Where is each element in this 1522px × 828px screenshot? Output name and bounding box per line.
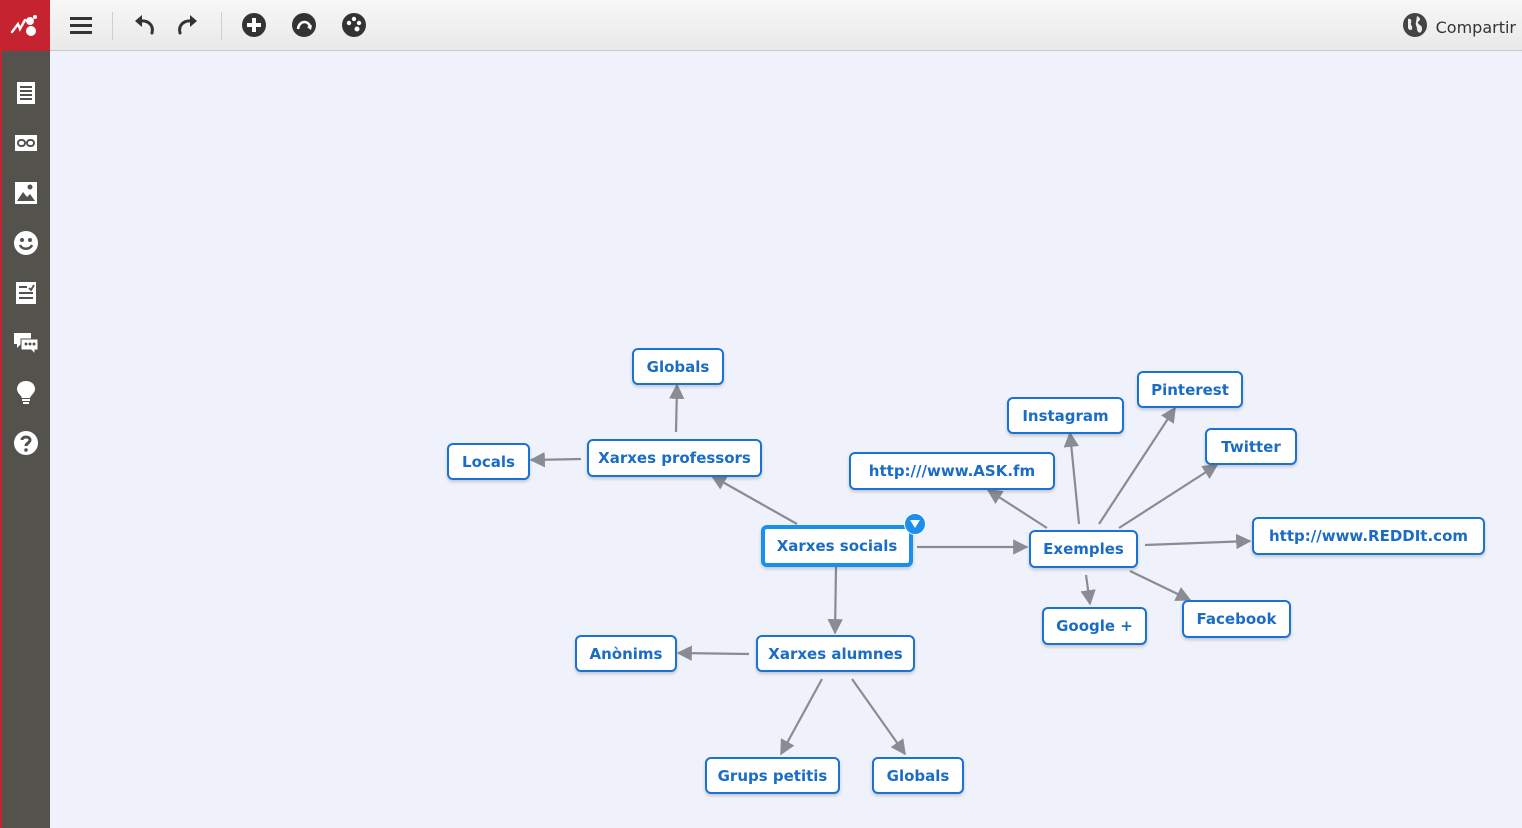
connector: [1063, 431, 1081, 525]
collapse-toggle-icon[interactable]: [904, 513, 926, 535]
topic-label: Anònims: [589, 644, 663, 663]
help-icon[interactable]: [12, 429, 40, 457]
share-button[interactable]: Compartir: [1402, 13, 1516, 41]
mindmap-canvas[interactable]: Xarxes socials Xarxes professors Globals…: [50, 51, 1522, 828]
topic-facebook[interactable]: Facebook: [1182, 600, 1291, 638]
share-label: Compartir: [1435, 17, 1516, 37]
topic-pinterest[interactable]: Pinterest: [1137, 371, 1243, 408]
connector: [1080, 574, 1096, 606]
topic-ask-fm[interactable]: http:///www.ASK.fm: [849, 452, 1055, 490]
topic-label: Facebook: [1196, 610, 1277, 628]
topic-twitter[interactable]: Twitter: [1205, 428, 1297, 465]
smiley-icon[interactable]: [12, 229, 40, 257]
topic-locals[interactable]: Locals: [447, 443, 530, 480]
topic-globals-alumnes[interactable]: Globals: [872, 757, 964, 794]
topic-label: http://www.REDDIt.com: [1269, 527, 1468, 545]
notes-icon[interactable]: [12, 79, 40, 107]
palette-icon[interactable]: [337, 8, 371, 42]
topic-label: Globals: [886, 766, 950, 785]
topic-globals-professors[interactable]: Globals: [632, 348, 724, 385]
topic-label: Pinterest: [1151, 380, 1229, 399]
topic-label: Xarxes alumnes: [768, 644, 903, 663]
connector: [827, 566, 843, 635]
connector: [1129, 570, 1192, 601]
topic-label: http:///www.ASK.fm: [868, 462, 1036, 480]
connector: [676, 645, 750, 661]
task-icon[interactable]: [12, 279, 40, 307]
image-icon[interactable]: [12, 179, 40, 207]
link-icon[interactable]: [12, 129, 40, 157]
topic-xarxes-alumnes[interactable]: Xarxes alumnes: [756, 635, 915, 672]
topic-label: Instagram: [1022, 406, 1109, 425]
connector: [986, 489, 1048, 529]
topic-reddit[interactable]: http://www.REDDIt.com: [1252, 517, 1485, 555]
connector: [1144, 533, 1252, 550]
topic-label: Exemples: [1043, 540, 1124, 558]
topic-label: Google +: [1056, 617, 1133, 635]
globe-icon: [1402, 12, 1428, 42]
connector: [1098, 406, 1176, 525]
relationship-icon[interactable]: [287, 8, 321, 42]
comments-icon[interactable]: [12, 329, 40, 357]
connector: [529, 452, 582, 468]
topic-anonims[interactable]: Anònims: [575, 635, 677, 672]
idea-icon[interactable]: [12, 379, 40, 407]
topic-label: Twitter: [1221, 437, 1281, 456]
topic-label: Xarxes professors: [598, 449, 751, 467]
toolbar-divider: [112, 12, 113, 40]
topic-grups-petitis[interactable]: Grups petitis: [705, 757, 840, 794]
undo-icon[interactable]: [128, 8, 162, 42]
sidebar: [0, 51, 50, 828]
connector: [1118, 464, 1219, 529]
redo-icon[interactable]: [170, 8, 204, 42]
connector: [669, 383, 685, 433]
topic-instagram[interactable]: Instagram: [1007, 397, 1124, 434]
toolbar-divider: [221, 12, 222, 40]
topic-label: Grups petitis: [717, 766, 828, 785]
toolbar: Compartir: [0, 0, 1522, 51]
connector: [780, 678, 823, 756]
connector: [851, 678, 906, 756]
central-topic[interactable]: Xarxes socials: [761, 525, 913, 567]
topic-exemples[interactable]: Exemples: [1029, 530, 1138, 568]
add-topic-icon[interactable]: [237, 8, 271, 42]
topic-xarxes-professors[interactable]: Xarxes professors: [587, 439, 762, 477]
topic-google-plus[interactable]: Google +: [1042, 607, 1147, 645]
connector: [710, 475, 798, 525]
topic-label: Locals: [462, 452, 515, 471]
mindomo-logo-icon[interactable]: [0, 0, 50, 51]
connector-layer: [529, 383, 1252, 756]
central-topic-label: Xarxes socials: [776, 537, 898, 555]
hamburger-menu-icon[interactable]: [64, 8, 98, 42]
topic-label: Globals: [646, 357, 710, 376]
